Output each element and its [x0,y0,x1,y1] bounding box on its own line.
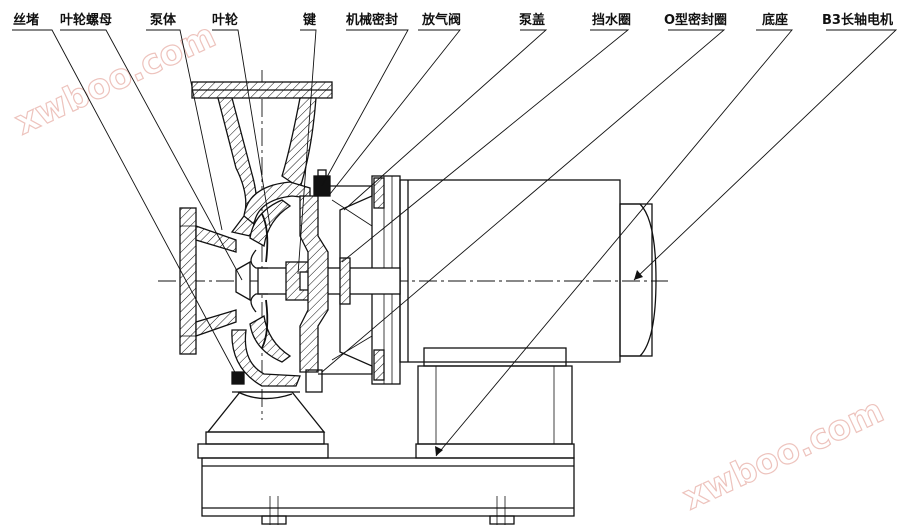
label-silk-plug: 丝堵 [13,12,39,28]
label-impeller-nut: 叶轮螺母 [60,12,112,28]
label-key: 键 [302,12,316,28]
motor-support [417,347,573,445]
watermark-bottom-right: xwboo.com [677,391,890,519]
label-pump-cover: 泵盖 [519,12,545,28]
label-water-retaining-ring: 挡水圈 [592,12,631,28]
impeller [235,199,292,363]
pump-support-foot [205,391,326,445]
watermark-top-left: xwboo.com [9,16,222,144]
pump-casing [191,81,333,400]
label-mechanical-seal: 机械密封 [346,12,398,28]
label-vent-valve: 放气阀 [421,12,461,28]
leader-lines [12,29,898,457]
label-pump-body: 泵体 [150,12,177,28]
impeller-nut [235,260,251,302]
label-motor: B3长轴电机 [822,12,893,28]
motor-body [399,179,657,363]
suction-flange [179,207,237,355]
label-impeller: 叶轮 [212,12,238,28]
label-base: 底座 [762,12,788,28]
base-plate [201,457,575,517]
label-o-ring-seal: O型密封圈 [664,12,727,28]
shaft [257,257,401,305]
base-assembly [197,443,575,525]
